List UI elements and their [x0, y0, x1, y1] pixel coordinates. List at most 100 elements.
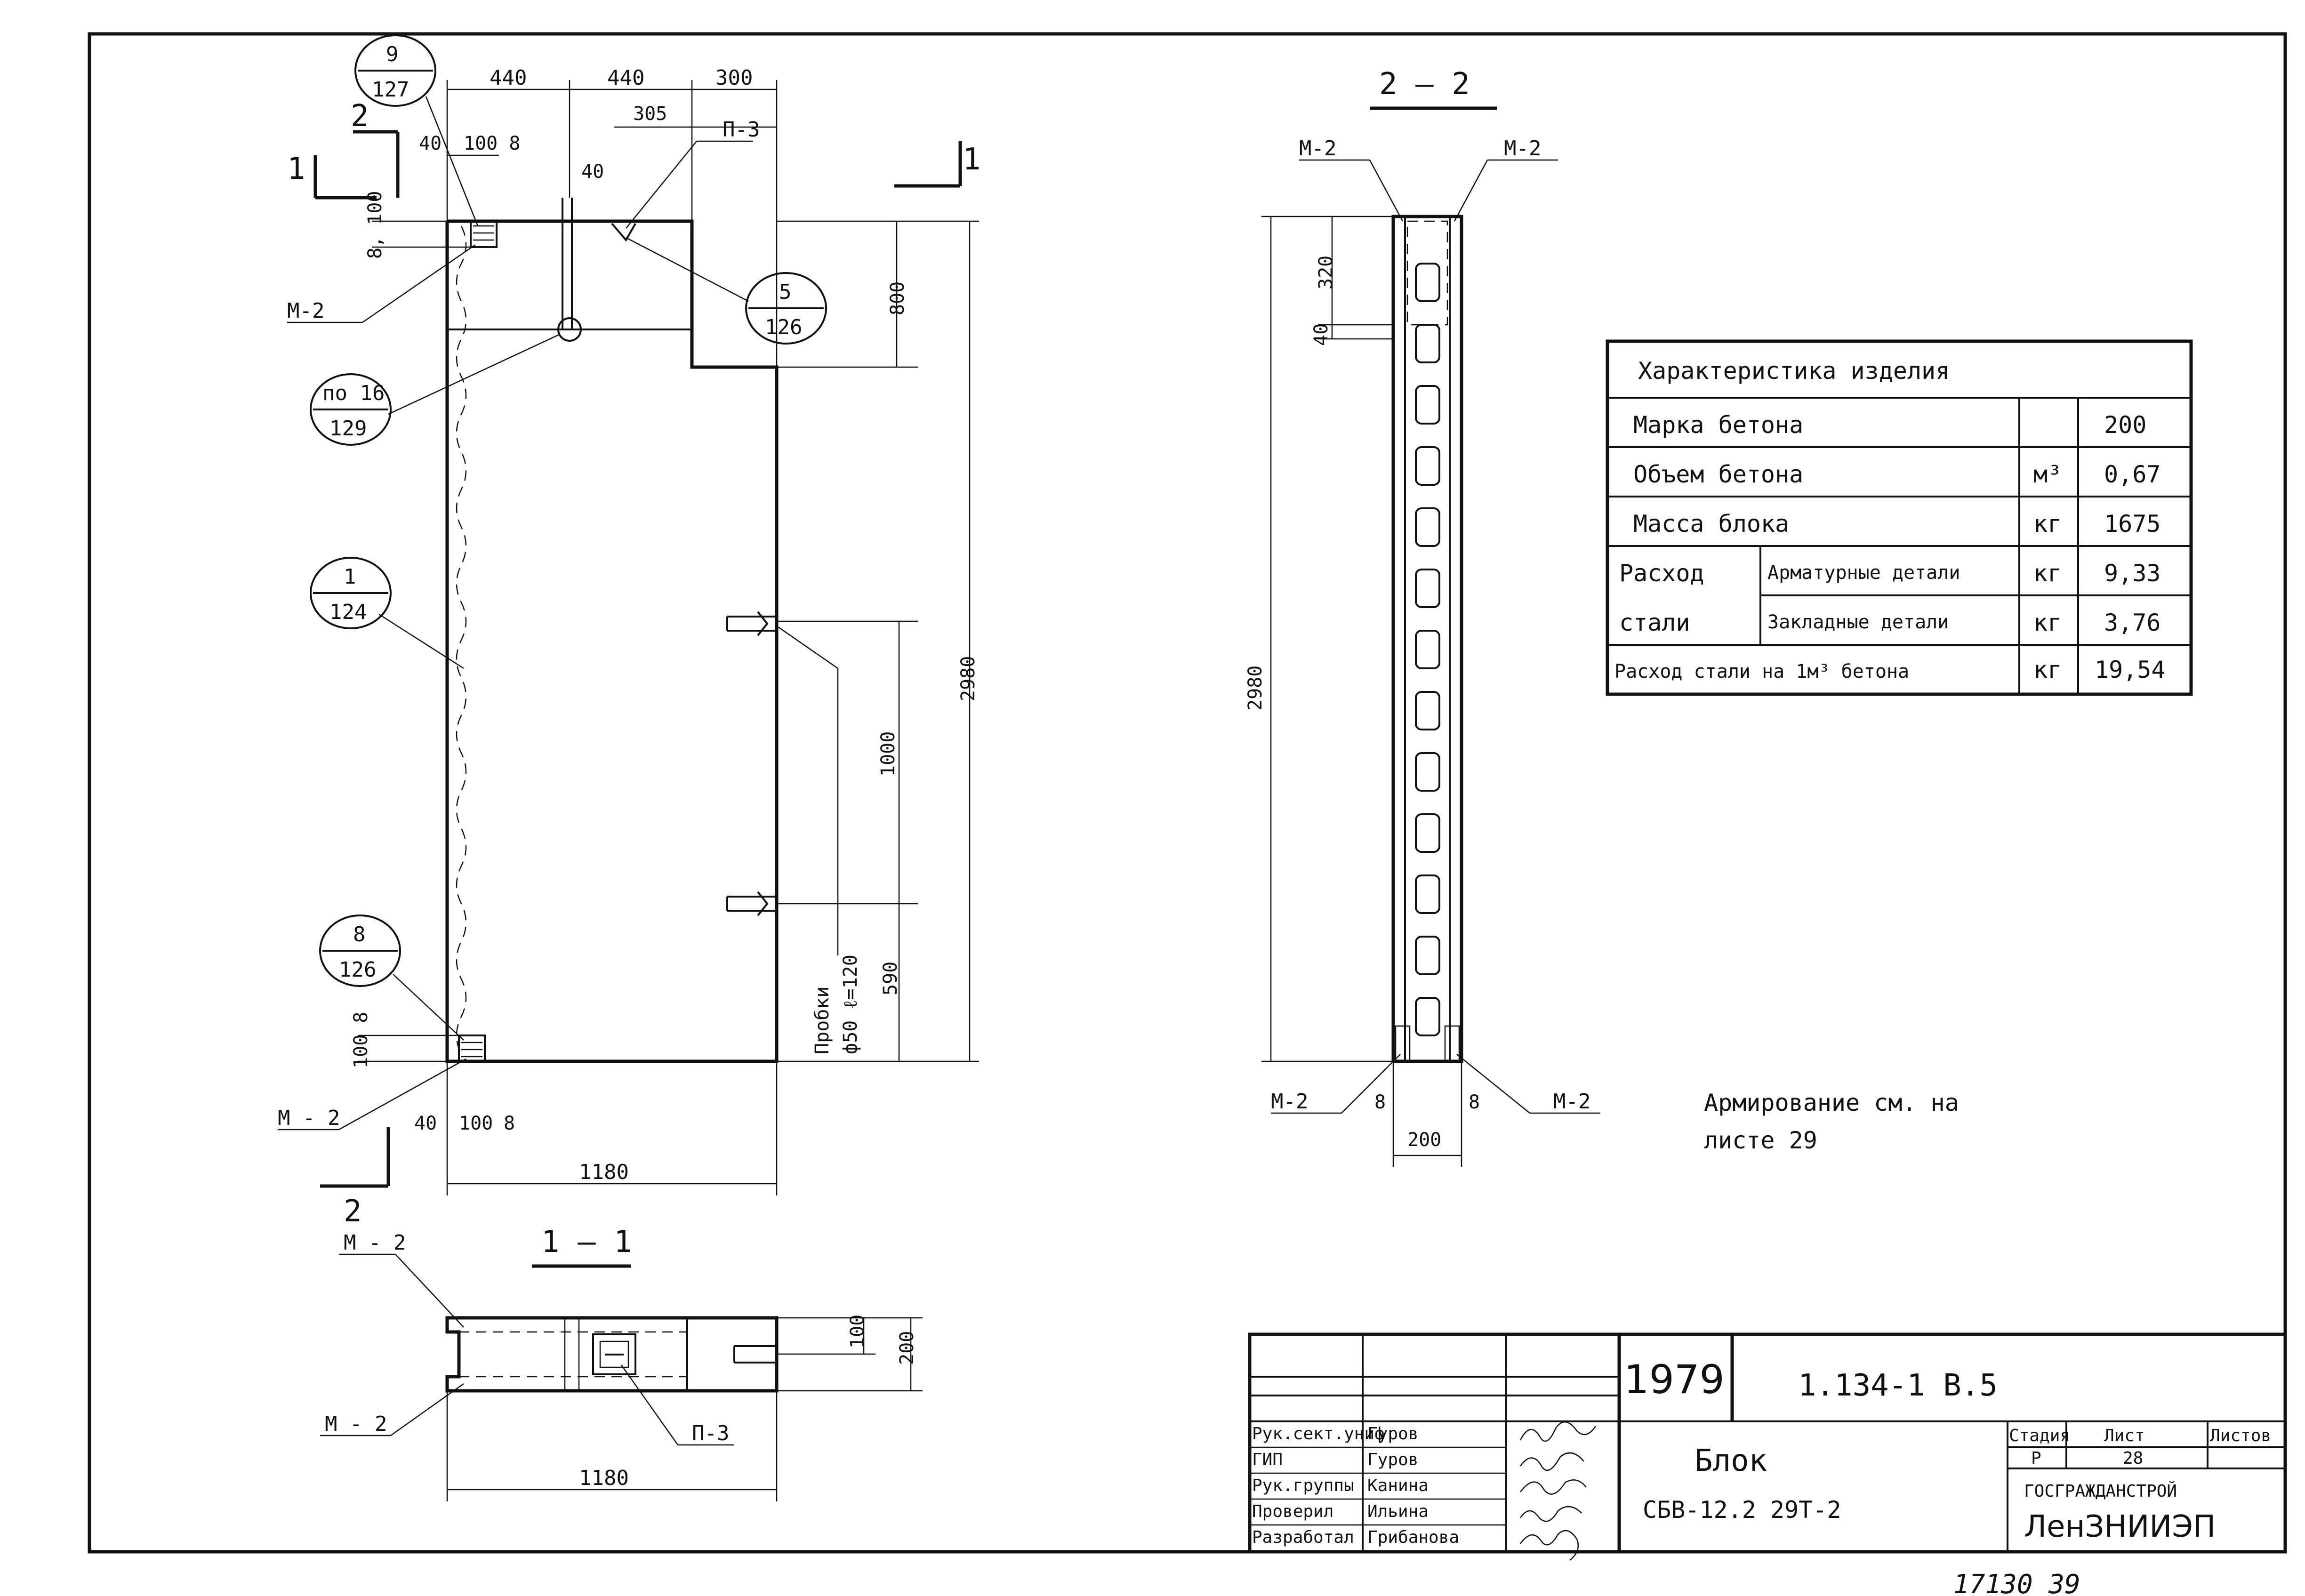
front-view: 440 440 300 305 40 100 8 40 8, 100 800 2… [278, 66, 981, 1229]
spec-table: Характеристика изделия Марка бетона 200 … [1606, 339, 2193, 696]
reinforcement-edge [456, 225, 467, 1055]
spec-row-3-unit: кг [2033, 510, 2062, 537]
svg-text:по 16: по 16 [322, 381, 385, 405]
spec-row-4-label-a: Расход [1619, 560, 1704, 587]
person-role-1: Рук.сект.униф [1252, 1424, 1385, 1444]
plug-lower [726, 891, 777, 916]
s11-dim-200: 200 [896, 1331, 918, 1365]
title-sheet-header: Лист [2104, 1426, 2145, 1445]
dim-top-1: 440 [490, 66, 527, 90]
s22-dim-40: 40 [1310, 323, 1332, 346]
s22-dim-200: 200 [1407, 1129, 1441, 1151]
signature-5 [1519, 1530, 1579, 1561]
s22-dim-8-left: 8 [1374, 1091, 1386, 1113]
title-org-2: ЛенЗНИИЭП [2024, 1509, 2216, 1544]
title-org-1: ГОСГРАЖДАНСТРОЙ [2024, 1481, 2177, 1501]
leader-p3: П-3 [723, 118, 760, 142]
person-name-4: Ильина [1367, 1502, 1429, 1521]
s22-label-bl: М-2 [1271, 1090, 1308, 1114]
spec-row-1-label: Марка бетона [1633, 411, 1803, 439]
dim-1180-front: 1180 [579, 1160, 629, 1184]
title-block: 1979 1.134-1 В.5 Блок СБВ-12.2 29Т-2 Ста… [1248, 1332, 2287, 1561]
archive-number: 17130 39 [1953, 1569, 2080, 1596]
s11-dim-1180: 1180 [579, 1466, 629, 1490]
person-name-5: Грибанова [1367, 1528, 1459, 1547]
leader-m2-top: М-2 [287, 299, 324, 323]
spec-row-5-unit: кг [2033, 609, 2062, 636]
title-stage-value: Р [2031, 1449, 2041, 1468]
section-mark-2-top: 2 [351, 99, 369, 134]
svg-text:126: 126 [339, 958, 376, 982]
signature-3 [1520, 1479, 1587, 1495]
person-name-3: Канина [1367, 1476, 1429, 1495]
signature-1 [1519, 1421, 1597, 1442]
title-doc-code: 1.134-1 В.5 [1798, 1368, 1998, 1403]
svg-text:1: 1 [344, 565, 356, 589]
p3-section [592, 1333, 636, 1375]
spec-row-3-value: 1675 [2104, 510, 2160, 537]
section-1-1-title: 1 — 1 [541, 1225, 632, 1259]
dim-100-8-bottom: 100 8 [350, 1012, 372, 1068]
dim-800: 800 [887, 281, 908, 315]
dim-305: 305 [633, 103, 667, 125]
person-name-2: Гуров [1367, 1450, 1418, 1469]
leader-m2-bottom: М - 2 [278, 1106, 340, 1130]
title-name-1: Блок [1695, 1444, 1767, 1478]
spec-row-5-value: 3,76 [2104, 609, 2160, 636]
dim-8-bottom: 8 [504, 1113, 515, 1134]
title-stage-header: Стадия [2009, 1426, 2070, 1445]
s22-label-tr: М-2 [1504, 136, 1541, 160]
spec-row-6-label: Расход стали на 1м³ бетона [1614, 661, 1909, 682]
s11-label-m2-bottom: М - 2 [325, 1412, 387, 1436]
rebar-chain [1415, 263, 1440, 1036]
lifting-loop [557, 317, 582, 342]
spec-row-2-value: 0,67 [2104, 461, 2160, 488]
dim-2980: 2980 [957, 656, 979, 701]
spec-row-6-unit: кг [2033, 656, 2062, 683]
svg-text:8: 8 [353, 922, 366, 946]
section-mark-1-left: 1 [287, 152, 305, 186]
svg-text:126: 126 [765, 315, 802, 339]
dim-590: 590 [880, 962, 901, 995]
spec-header: Характеристика изделия [1638, 357, 1950, 385]
spec-row-3-label: Масса блока [1633, 510, 1789, 537]
note-line-1: Армирование см. на [1704, 1089, 1959, 1116]
spec-row-2-unit: м³ [2033, 461, 2062, 488]
spec-row-2-label: Объем бетона [1633, 461, 1803, 488]
dim-8-100: 8, 100 [364, 191, 386, 259]
embedded-part-top [470, 220, 498, 248]
spec-row-6-value: 19,54 [2095, 656, 2166, 683]
s22-dim-320: 320 [1315, 256, 1337, 289]
callout-1-124: 1 124 [310, 557, 464, 669]
svg-text:5: 5 [779, 280, 792, 304]
callout-po16-129: по 16 129 [310, 333, 561, 446]
title-name-2: СБВ-12.2 29Т-2 [1643, 1496, 1841, 1524]
callout-8-126: 8 126 [319, 914, 464, 1041]
person-role-2: ГИП [1252, 1450, 1283, 1469]
title-sheets-header: Листов [2210, 1426, 2271, 1445]
block-outline [445, 219, 779, 1063]
person-role-3: Рук.группы [1252, 1476, 1354, 1495]
person-role-4: Проверил [1252, 1502, 1333, 1521]
spec-row-5-label-b: Закладные детали [1767, 611, 1949, 633]
section-2-2-title: 2 — 2 [1379, 67, 1470, 102]
dim-top-2: 440 [607, 66, 644, 90]
dim-top-3: 300 [715, 66, 753, 90]
section-1-1-outline [445, 1316, 779, 1393]
s11-label-m2-top: М - 2 [344, 1231, 406, 1255]
title-sheet-value: 28 [2123, 1449, 2143, 1468]
s22-label-br: М-2 [1553, 1090, 1590, 1114]
s22-dim-2980: 2980 [1245, 666, 1266, 711]
sheet-frame [88, 32, 2287, 1554]
svg-text:127: 127 [372, 78, 409, 102]
signature-2 [1519, 1452, 1584, 1471]
section-2-2: 2 — 2 М-2 М-2 М-2 [1245, 67, 1600, 1167]
spec-row-4-value: 9,33 [2104, 560, 2160, 587]
spec-row-1-value: 200 [2104, 411, 2146, 439]
callout-9-127: 9 127 [354, 34, 479, 226]
person-name-1: Гуров [1367, 1424, 1418, 1444]
callout-5-126: 5 126 [626, 237, 827, 345]
s22-label-tl: М-2 [1299, 136, 1336, 160]
person-role-5: Разработал [1252, 1528, 1354, 1547]
signature-4 [1519, 1506, 1582, 1522]
